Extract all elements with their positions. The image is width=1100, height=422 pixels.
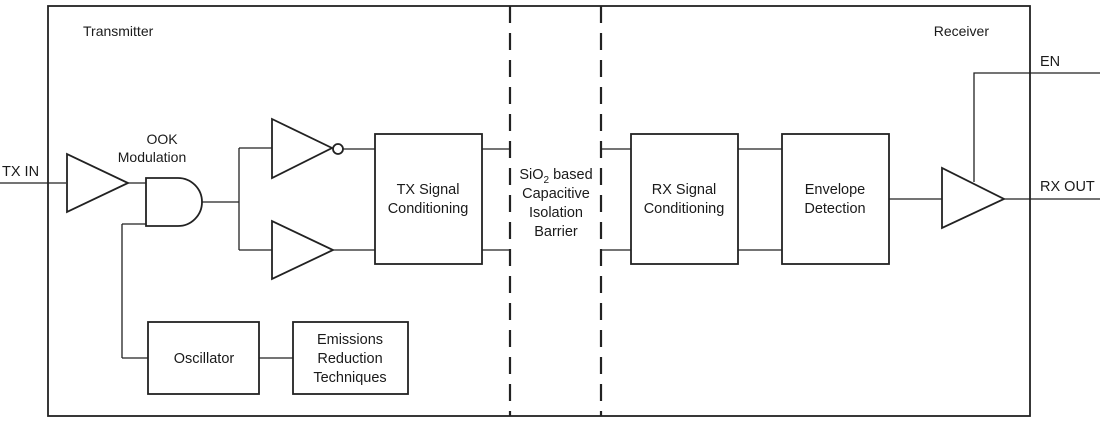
inverter-bubble — [332, 143, 344, 155]
svg-text:Modulation: Modulation — [118, 149, 187, 165]
envelope-detection-block — [781, 133, 890, 265]
svg-text:Detection: Detection — [804, 201, 865, 217]
ook-modulation-label: OOK Modulation — [118, 131, 187, 165]
svg-text:Capacitive: Capacitive — [522, 186, 590, 202]
svg-text:Emissions: Emissions — [317, 332, 383, 348]
svg-text:Techniques: Techniques — [313, 370, 386, 386]
tx-signal-conditioning-block — [374, 133, 483, 265]
emissions-reduction-label: Emissions Reduction Techniques — [313, 332, 386, 386]
receiver-label: Receiver — [934, 23, 990, 39]
envelope-detection-label: Envelope Detection — [804, 182, 865, 217]
oscillator-label: Oscillator — [174, 351, 235, 367]
output-buffer — [941, 166, 1007, 230]
transmitter-label: Transmitter — [83, 23, 154, 39]
en-pin-label: EN — [1040, 54, 1060, 70]
tx-in-pin-label: TX IN — [2, 164, 39, 180]
rx-signal-conditioning-block — [630, 133, 739, 265]
svg-text:Conditioning: Conditioning — [388, 201, 469, 217]
emissions-reduction-block — [292, 321, 409, 395]
svg-text:Envelope: Envelope — [805, 182, 865, 198]
rx-out-pin-label: RX OUT — [1040, 179, 1095, 195]
svg-text:Conditioning: Conditioning — [644, 201, 725, 217]
inverting-buffer — [271, 117, 335, 180]
svg-text:Reduction: Reduction — [317, 351, 382, 367]
ook-and-gate — [145, 177, 203, 227]
svg-text:Isolation: Isolation — [529, 205, 583, 221]
svg-text:RX Signal: RX Signal — [652, 182, 716, 198]
isolation-barrier-label: SiO2 based Capacitive Isolation Barrier — [519, 167, 592, 240]
enable-wire — [973, 72, 1100, 182]
non-inverting-buffer — [271, 219, 336, 281]
svg-text:SiO2 based: SiO2 based — [519, 167, 592, 186]
svg-text:Barrier: Barrier — [534, 224, 578, 240]
rx-signal-conditioning-label: RX Signal Conditioning — [644, 182, 725, 217]
device-frame — [47, 5, 1031, 417]
svg-text:TX Signal: TX Signal — [397, 182, 460, 198]
tx-signal-conditioning-label: TX Signal Conditioning — [388, 182, 469, 217]
input-buffer — [66, 152, 131, 214]
svg-text:OOK: OOK — [146, 131, 178, 147]
